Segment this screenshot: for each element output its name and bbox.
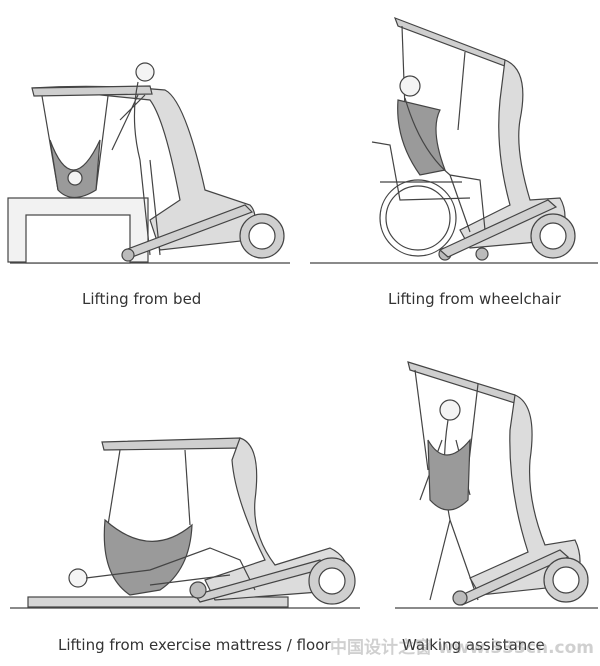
wheel-hub xyxy=(248,222,276,250)
sling xyxy=(103,518,193,596)
strap-left xyxy=(401,25,406,111)
panel-floor-illustration xyxy=(10,437,360,609)
lift-boom xyxy=(407,361,519,405)
lift-boom xyxy=(31,85,153,97)
sling xyxy=(49,139,101,199)
patient-head xyxy=(67,170,83,186)
panel-wheelchair-illustration xyxy=(310,16,598,264)
wheel-hub xyxy=(318,567,346,595)
wheel-hub xyxy=(552,566,580,594)
wheelchair-wheel xyxy=(379,179,457,257)
strap-right xyxy=(457,51,466,131)
caption-walking: Walking assistance xyxy=(402,636,545,654)
patient-head xyxy=(68,568,88,588)
lift-boom xyxy=(101,437,243,451)
walker-head xyxy=(439,399,461,421)
patient-body xyxy=(404,97,486,233)
carer-head xyxy=(135,62,155,82)
panel-bed-illustration xyxy=(7,62,290,264)
wheel-small xyxy=(452,590,468,606)
strap-right xyxy=(95,95,109,191)
strap-left xyxy=(107,449,121,526)
base-leg xyxy=(438,199,558,258)
strap-left xyxy=(414,369,429,471)
strap-right xyxy=(184,449,191,526)
caption-wheelchair: Lifting from wheelchair xyxy=(388,290,561,308)
wheel-hub xyxy=(539,222,567,250)
lift-frame-body xyxy=(204,437,349,601)
bed-opening xyxy=(25,214,131,264)
patient-head xyxy=(399,75,421,97)
wheel-small xyxy=(121,248,135,262)
caption-bed: Lifting from bed xyxy=(82,290,202,308)
carer-body xyxy=(111,81,161,256)
patient-body xyxy=(85,547,256,591)
panel-walking-illustration xyxy=(395,361,598,609)
caption-floor: Lifting from exercise mattress / floor xyxy=(58,636,331,654)
exercise-mattress xyxy=(27,596,289,608)
watermark: 中国设计之窗 www.333cn.com xyxy=(330,638,594,658)
lift-frame-body xyxy=(469,394,581,596)
lift-boom xyxy=(393,16,512,70)
walking-harness xyxy=(427,438,471,511)
lift-frame-body xyxy=(459,59,566,249)
wheelchair-frame xyxy=(371,141,471,201)
wheelchair-caster xyxy=(475,247,489,261)
wheel-small xyxy=(189,581,207,599)
sling xyxy=(397,99,446,176)
wheelchair-rim xyxy=(385,185,451,251)
